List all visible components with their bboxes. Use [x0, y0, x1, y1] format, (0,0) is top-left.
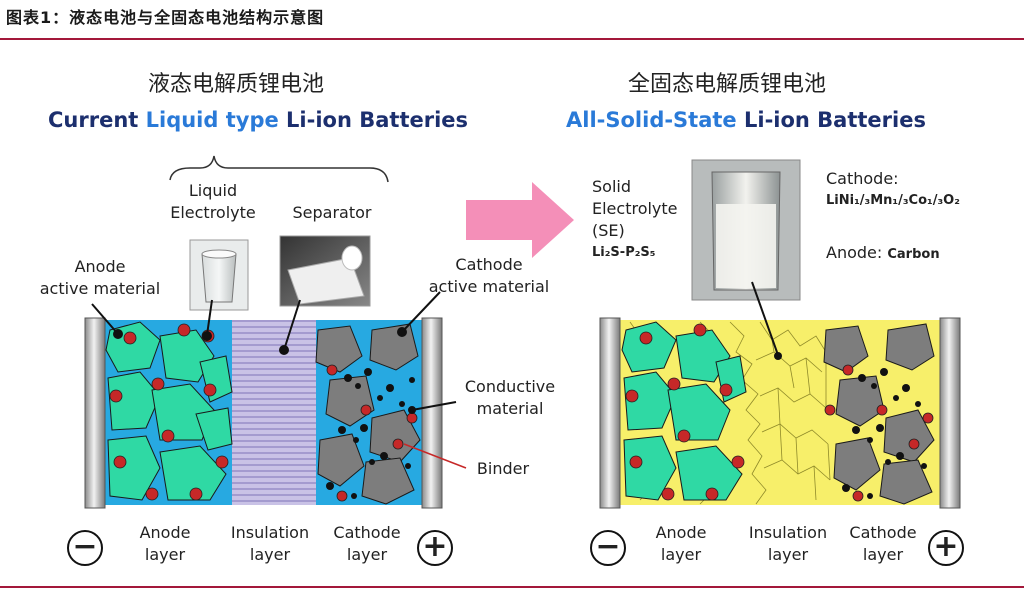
left-title-en: Current Liquid type Li-ion Batteries: [48, 108, 468, 132]
anode-red-dots-solid: [625, 323, 745, 501]
se-formula: Li₂S-P₂S₅: [592, 245, 656, 260]
anode-spec-value: Carbon: [887, 247, 940, 262]
liquid-electrolyte-line2: Electrolyte: [170, 203, 256, 222]
cathode-spec-formula: LiNi₁/₃Mn₁/₃Co₁/₃O₂: [826, 193, 960, 208]
anode-active-label: Anode active material: [30, 256, 170, 300]
cathode-spec-label: Cathode: LiNi₁/₃Mn₁/₃Co₁/₃O₂: [826, 168, 1016, 212]
left-anode-layer-line2: layer: [144, 545, 186, 564]
minus-sign-left: −: [72, 529, 98, 564]
plus-sign-left: +: [422, 529, 448, 564]
plus-terminal-left: [417, 530, 453, 566]
left-title-en-post: Li-ion Batteries: [278, 108, 469, 132]
plus-terminal-right: [928, 530, 964, 566]
anode-red-dots: [109, 323, 229, 501]
anode-particles-solid: [621, 321, 747, 501]
cathode-particles: [315, 323, 421, 505]
liquid-electrolyte-line1: Liquid: [188, 181, 238, 200]
right-anode-layer-label: Anode layer: [636, 522, 726, 566]
binder-label: Binder: [476, 459, 530, 478]
anode-collector-right: [599, 317, 621, 509]
anode-spec-label: Anode: Carbon: [826, 242, 1016, 266]
right-title-en-post: Li-ion Batteries: [736, 108, 926, 132]
left-cathode-layer-label: Cathode layer: [322, 522, 412, 566]
right-cathode-layer-line1: Cathode: [849, 523, 917, 542]
right-title-en: All-Solid-State Li-ion Batteries: [566, 108, 926, 132]
cathode-binder: [326, 368, 415, 499]
figure-caption: 图表1：液态电池与全固态电池结构示意图: [6, 8, 325, 27]
conductive-material-label: Conductive material: [452, 376, 568, 420]
conductive-line2: material: [476, 399, 544, 418]
bottom-rule: [0, 586, 1024, 588]
cathode-active-label: Cathode active material: [414, 254, 564, 298]
right-title-en-highlight: All-Solid-State: [566, 108, 737, 132]
minus-terminal-right: [590, 530, 626, 566]
left-cathode-layer-line2: layer: [346, 545, 388, 564]
left-cathode-layer-line1: Cathode: [333, 523, 401, 542]
se-line2: Electrolyte: [592, 199, 678, 218]
left-title-cn: 液态电解质锂电池: [148, 72, 325, 97]
left-insulation-line2: layer: [249, 545, 291, 564]
anode-spec-head: Anode:: [826, 243, 883, 262]
cathode-collector-left: [421, 317, 443, 509]
brace-liquid: [169, 155, 389, 183]
anode-active-line1: Anode: [74, 257, 126, 276]
right-insulation-line1: Insulation: [748, 523, 828, 542]
separator-sheet: [287, 257, 365, 305]
plus-sign-right: +: [933, 529, 959, 564]
cathode-red-dots-solid: [824, 364, 934, 502]
anode-collector-left: [84, 317, 106, 509]
cathode-spec-head: Cathode:: [826, 169, 899, 188]
se-line1: Solid: [592, 177, 631, 196]
cathode-red-dots: [326, 364, 418, 502]
left-title-en-pre: Current: [48, 108, 146, 132]
left-insulation-layer-label: Insulation layer: [220, 522, 320, 566]
right-anode-layer-line1: Anode: [655, 523, 707, 542]
solid-electrolyte-label: Solid Electrolyte (SE) Li₂S-P₂S₅: [592, 176, 692, 264]
cathode-binder-solid: [842, 368, 927, 499]
right-insulation-layer-label: Insulation layer: [738, 522, 838, 566]
left-title-en-highlight: Liquid type: [145, 108, 279, 132]
separator-label: Separator: [292, 203, 372, 222]
cathode-collector-right: [939, 317, 961, 509]
right-title-cn: 全固态电解质锂电池: [628, 72, 827, 97]
left-leaders: [91, 291, 457, 414]
left-anode-layer-line1: Anode: [139, 523, 191, 542]
cathode-active-line1: Cathode: [455, 255, 523, 274]
right-cathode-layer-label: Cathode layer: [838, 522, 928, 566]
conductive-line1: Conductive: [464, 377, 556, 396]
minus-sign-right: −: [595, 529, 621, 564]
minus-terminal-left: [67, 530, 103, 566]
separator-region: [232, 320, 316, 505]
anode-active-line2: active material: [39, 279, 161, 298]
top-rule: [0, 38, 1024, 40]
se-line3: (SE): [592, 221, 625, 240]
right-insulation-line2: layer: [767, 545, 809, 564]
right-anode-layer-line2: layer: [660, 545, 702, 564]
liquid-glass: [201, 253, 237, 303]
transition-arrow: [466, 182, 574, 258]
cathode-particles-solid: [823, 323, 935, 505]
left-anode-layer-label: Anode layer: [120, 522, 210, 566]
right-cathode-layer-line2: layer: [862, 545, 904, 564]
left-insulation-line1: Insulation: [230, 523, 310, 542]
cathode-active-line2: active material: [428, 277, 550, 296]
liquid-electrolyte-label: Liquid Electrolyte: [168, 180, 258, 224]
